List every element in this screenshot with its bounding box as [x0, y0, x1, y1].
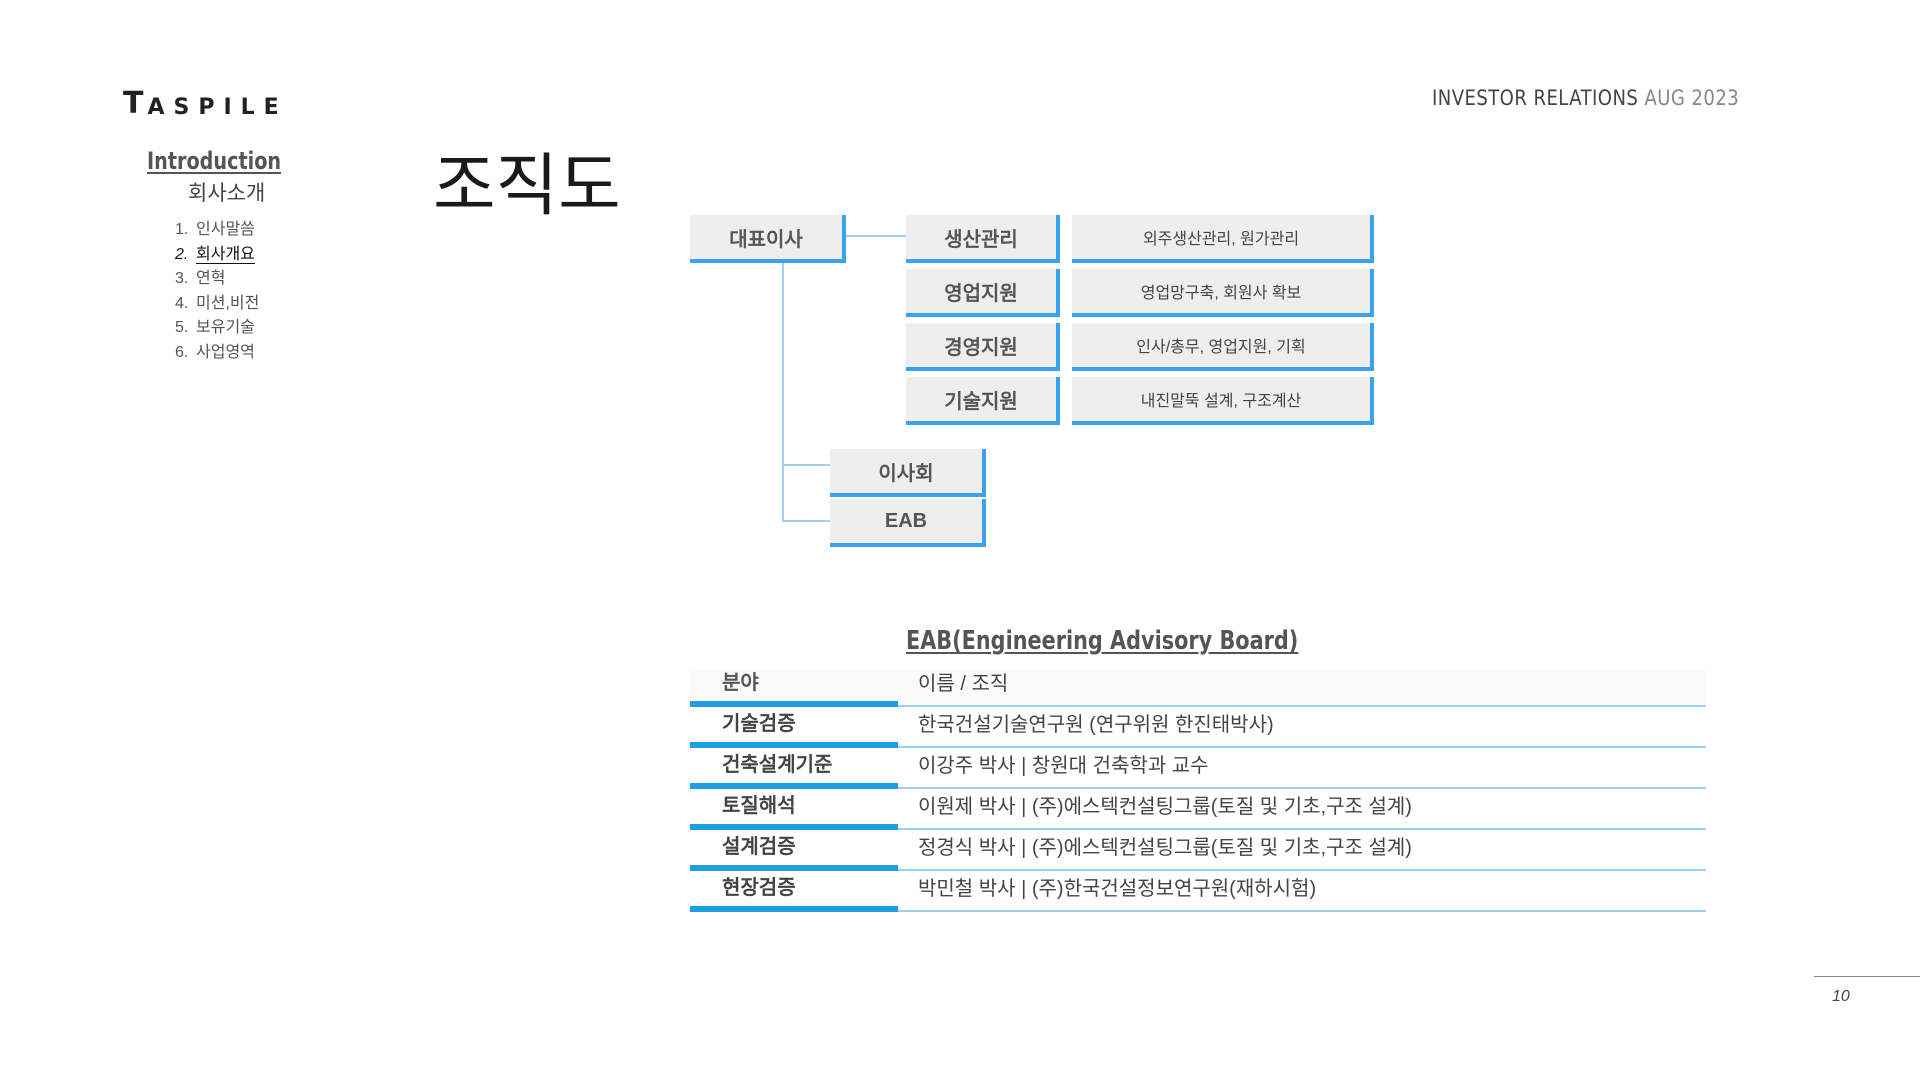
toc-label: 미션,비전 [196, 294, 260, 312]
nav-section-title[interactable]: Introduction [147, 147, 282, 175]
header-ir-label: INVESTOR RELATIONS [1431, 86, 1639, 110]
eab-row-field: 설계검증 [690, 830, 898, 871]
header-date: AUG 2023 [1644, 86, 1739, 110]
toc-item-5[interactable]: 5. 보유기술 [175, 316, 259, 341]
eab-row-field: 기술검증 [690, 707, 898, 748]
table-of-contents: 1. 인사말씀 2. 회사개요 3. 연혁 4. 미션,비전 5. 보유기술 6. 사업영역 [175, 218, 259, 365]
toc-num: 2. [175, 245, 189, 263]
connector-board [782, 464, 830, 466]
page-number-rule [1814, 976, 1920, 977]
org-box-sales: 영업지원 [906, 269, 1060, 317]
eab-table-title: EAB(Engineering Advisory Board) [906, 626, 1299, 656]
org-box-eab: EAB [830, 499, 986, 547]
nav-section-subtitle: 회사소개 [188, 182, 266, 205]
company-logo: T ASPILE [123, 89, 288, 119]
toc-num: 1. [175, 221, 189, 238]
org-box-ceo: 대표이사 [690, 215, 846, 263]
logo-mark: T [123, 86, 148, 121]
toc-num: 3. [175, 270, 189, 287]
org-box-production: 생산관리 [906, 215, 1060, 263]
eab-header-field: 분야 [690, 666, 898, 707]
eab-row: 현장검증 박민철 박사 | (주)한국건설정보연구원(재하시험) [690, 871, 1706, 912]
toc-label: 사업영역 [196, 343, 255, 361]
toc-num: 4. [175, 294, 189, 312]
eab-header-value: 이름 / 조직 [898, 666, 1706, 707]
org-box-management: 경영지원 [906, 323, 1060, 371]
eab-row-value: 이강주 박사 | 창원대 건축학과 교수 [898, 748, 1706, 789]
toc-label: 인사말씀 [196, 221, 255, 238]
toc-item-4[interactable]: 4. 미션,비전 [175, 292, 259, 317]
eab-row: 토질해석 이원제 박사 | (주)에스텍컨설팅그룹(토질 및 기초,구조 설계) [690, 789, 1706, 830]
connector-ceo-departments [846, 235, 906, 237]
eab-row: 건축설계기준 이강주 박사 | 창원대 건축학과 교수 [690, 748, 1706, 789]
toc-num: 6. [175, 343, 189, 361]
org-desc-sales: 영업망구축, 회원사 확보 [1072, 269, 1374, 317]
eab-header-row: 분야 이름 / 조직 [690, 666, 1706, 707]
org-box-board: 이사회 [830, 449, 986, 497]
toc-label: 연혁 [196, 270, 226, 287]
eab-row-value: 이원제 박사 | (주)에스텍컨설팅그룹(토질 및 기초,구조 설계) [898, 789, 1706, 830]
connector-vertical-trunk [782, 262, 784, 522]
toc-item-6[interactable]: 6. 사업영역 [175, 341, 259, 366]
org-desc-management: 인사/총무, 영업지원, 기획 [1072, 323, 1374, 371]
eab-row: 기술검증 한국건설기술연구원 (연구위원 한진태박사) [690, 707, 1706, 748]
header-label: INVESTOR RELATIONS AUG 2023 [1432, 86, 1739, 110]
org-desc-tech-support: 내진말뚝 설계, 구조계산 [1072, 377, 1374, 425]
page-title: 조직도 [433, 148, 621, 224]
toc-label: 보유기술 [196, 319, 255, 336]
eab-row: 설계검증 정경식 박사 | (주)에스텍컨설팅그룹(토질 및 기초,구조 설계) [690, 830, 1706, 871]
eab-row-value: 정경식 박사 | (주)에스텍컨설팅그룹(토질 및 기초,구조 설계) [898, 830, 1706, 871]
toc-label: 회사개요 [196, 245, 255, 264]
toc-item-2[interactable]: 2. 회사개요 [175, 243, 259, 268]
org-box-tech-support: 기술지원 [906, 377, 1060, 425]
toc-num: 5. [175, 319, 189, 336]
toc-item-1[interactable]: 1. 인사말씀 [175, 218, 259, 243]
eab-row-field: 토질해석 [690, 789, 898, 830]
eab-row-value: 박민철 박사 | (주)한국건설정보연구원(재하시험) [898, 871, 1706, 912]
eab-row-field: 현장검증 [690, 871, 898, 912]
eab-header-background [690, 671, 1706, 706]
page-number: 10 [1832, 988, 1850, 1005]
connector-eab [782, 520, 830, 522]
logo-text: ASPILE [147, 95, 288, 120]
eab-row-field: 건축설계기준 [690, 748, 898, 789]
toc-item-3[interactable]: 3. 연혁 [175, 267, 259, 292]
org-desc-production: 외주생산관리, 원가관리 [1072, 215, 1374, 263]
eab-row-value: 한국건설기술연구원 (연구위원 한진태박사) [898, 707, 1706, 748]
